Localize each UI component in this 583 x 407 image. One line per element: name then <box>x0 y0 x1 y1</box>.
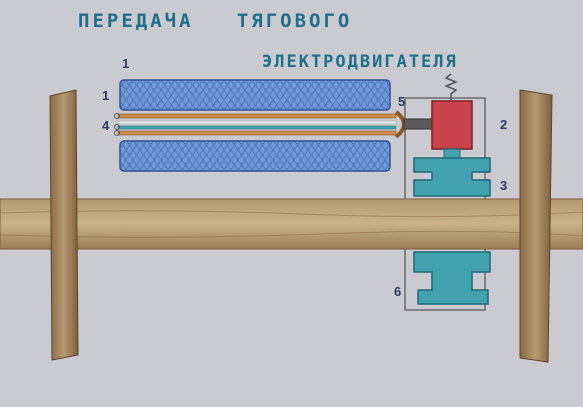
driven-gear-3 <box>413 157 491 197</box>
diagram-title-line2: ЭЛЕКТРОДВИГАТЕЛЯ <box>262 52 458 72</box>
left-wheel <box>49 89 79 361</box>
motor-shaft <box>117 125 397 130</box>
label-5: 5 <box>398 94 406 109</box>
bearing-5 <box>394 110 406 139</box>
spring-icon <box>443 73 459 100</box>
axle-shaft <box>0 198 583 250</box>
label-top-1: 1 <box>122 56 130 71</box>
armature-strip-bottom <box>117 130 397 136</box>
label-1: 1 <box>102 88 110 103</box>
gear-bottom-6 <box>413 251 491 305</box>
label-6: 6 <box>394 284 402 299</box>
pinion-gear-2 <box>431 100 473 150</box>
armature-strip-top <box>117 113 397 119</box>
label-3: 3 <box>500 178 508 193</box>
label-4: 4 <box>102 118 110 133</box>
label-2: 2 <box>500 117 508 132</box>
pinion-shaft <box>403 118 435 130</box>
right-wheel <box>519 89 553 363</box>
diagram-title-line1: ПЕРЕДАЧА ТЯГОВОГО <box>78 10 353 32</box>
